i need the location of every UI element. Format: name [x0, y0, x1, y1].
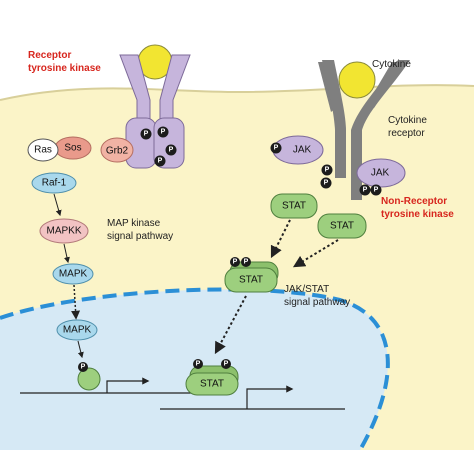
cytokine-receptor — [318, 60, 410, 200]
phospho-label: P — [244, 259, 249, 266]
mapkk-protein — [39, 218, 89, 244]
nuclear-mapk-label: MAPK — [63, 325, 92, 336]
non-receptor-tk-label-line2: tyrosine kinase — [381, 209, 454, 220]
transcription-factor — [77, 367, 101, 391]
plasma-membrane — [0, 84, 474, 101]
phospho-label: P — [363, 187, 368, 194]
raf1-label: Raf-1 — [42, 178, 67, 189]
cytokine-ligand — [338, 61, 376, 99]
stat-nuclear-arrow — [214, 295, 247, 355]
stat-protein — [317, 213, 367, 239]
phospho-label: P — [233, 259, 238, 266]
jak-kinases: JAK JAK — [272, 135, 406, 188]
nuclear-mapk-protein — [56, 319, 98, 341]
stat-label: STAT — [282, 201, 306, 212]
mapk-protein — [52, 263, 94, 285]
grb2-protein — [100, 137, 134, 163]
jak-phospho-group: P P P P P — [270, 142, 382, 196]
mapkk-label: MAPKK — [46, 226, 81, 237]
jak-protein — [356, 158, 406, 188]
phospho-label: P — [325, 167, 330, 174]
phospho-label: P — [169, 147, 174, 154]
mapk-label: MAPK — [59, 269, 88, 280]
phospho-label: P — [374, 187, 379, 194]
phospho-label: P — [274, 145, 279, 152]
raf1-protein — [31, 172, 77, 194]
receptor-tk-label-line1: Receptor — [28, 50, 71, 61]
stat-target-gene: STAT P P — [160, 359, 345, 410]
stat-dimer-label: STAT — [239, 275, 263, 286]
phospho-label: P — [81, 364, 86, 371]
phospho-label: P — [224, 361, 229, 368]
phospho-label: P — [144, 131, 149, 138]
ras-protein — [27, 138, 59, 162]
stat-dimer: STAT P P — [224, 257, 279, 293]
jak-pathway-label-line1: JAK/STAT — [284, 284, 329, 295]
rtk-phospho-group: P P P P — [140, 126, 177, 167]
stat-label: STAT — [330, 221, 354, 232]
jak-pathway-label-line2: signal pathway — [284, 297, 350, 308]
stat-proteins: STAT STAT — [270, 193, 367, 239]
phospho-label: P — [196, 361, 201, 368]
nuclear-envelope — [0, 287, 390, 451]
stat-arrow — [270, 219, 291, 259]
sos-label: Sos — [64, 143, 81, 154]
map-pathway-label-line1: MAP kinase — [107, 218, 161, 229]
phospho-label: P — [161, 129, 166, 136]
transcription-arrow-right — [246, 385, 294, 409]
map-kinase-cascade: Raf-1 MAPKK MAPK MAPK — [31, 172, 98, 359]
stat-arrow — [292, 239, 339, 268]
phospho-label: P — [158, 158, 163, 165]
cytokine-receptor-label-line1: Cytokine — [388, 115, 427, 126]
receptor-tk-label-line2: tyrosine kinase — [28, 63, 101, 74]
transcription-arrow-left — [106, 377, 150, 393]
cytokine-label: Cytokine — [372, 59, 411, 70]
grb2-label: Grb2 — [106, 146, 129, 157]
jak-label: JAK — [293, 145, 312, 156]
map-pathway-label-line2: signal pathway — [107, 231, 173, 242]
jak-label: JAK — [371, 168, 390, 179]
phospho-label: P — [324, 180, 329, 187]
non-receptor-tk-label-line1: Non-Receptor — [381, 196, 447, 207]
stat-protein — [270, 193, 318, 219]
nuclear-stat-label: STAT — [200, 379, 224, 390]
ras-sos-grb2-complex: Ras Sos Grb2 — [27, 136, 134, 163]
cytokine-receptor-label-line2: receptor — [388, 128, 425, 139]
ras-label: Ras — [34, 145, 52, 156]
